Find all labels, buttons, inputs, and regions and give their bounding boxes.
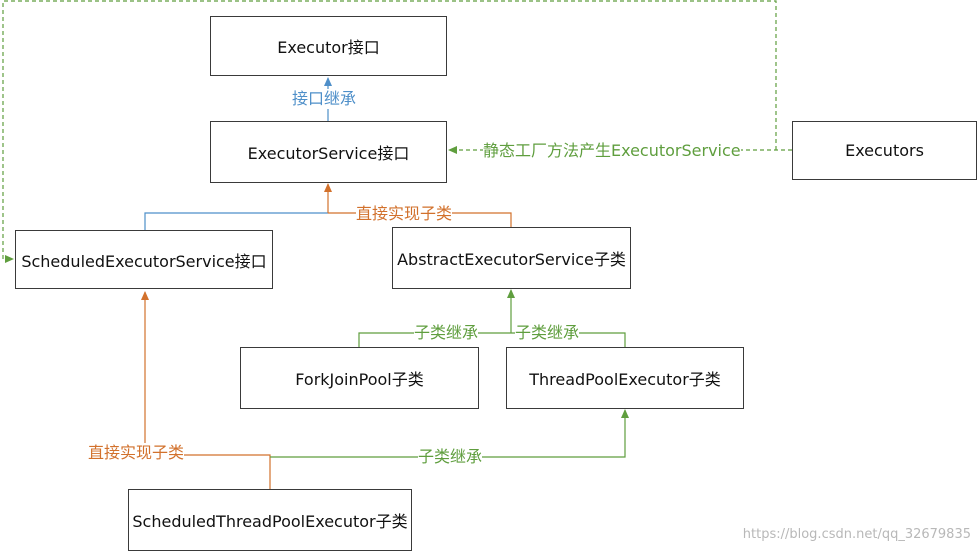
- node-executor: Executor接口: [210, 16, 447, 76]
- edge-label-interface-inherit: 接口继承: [292, 89, 357, 109]
- node-scheduled-thread-pool-executor-label: ScheduledThreadPoolExecutor子类: [132, 512, 408, 531]
- edge-label-subclass-inherit-bottom: 子类继承: [418, 447, 483, 467]
- node-scheduled-executor-service: ScheduledExecutorService接口: [15, 230, 273, 289]
- edge-direct-impl-bottom: [141, 291, 271, 489]
- node-executor-service: ExecutorService接口: [210, 121, 447, 183]
- edge-label-direct-impl-bottom: 直接实现子类: [88, 443, 185, 463]
- node-fork-join-pool-label: ForkJoinPool子类: [295, 370, 424, 389]
- edge-factory-loop: [2, 0, 777, 263]
- node-executors: Executors: [792, 121, 977, 180]
- node-executor-service-label: ExecutorService接口: [247, 144, 410, 163]
- edge-label-subclass-inherit-right: 子类继承: [515, 323, 580, 343]
- edge-subclass-inherit-bottom: [270, 409, 629, 458]
- node-abstract-executor-service-label: AbstractExecutorService子类: [397, 250, 626, 269]
- node-fork-join-pool: ForkJoinPool子类: [240, 347, 479, 409]
- node-scheduled-executor-service-label: ScheduledExecutorService接口: [21, 251, 267, 271]
- node-thread-pool-executor: ThreadPoolExecutor子类: [506, 347, 744, 409]
- node-scheduled-thread-pool-executor: ScheduledThreadPoolExecutor子类: [128, 489, 412, 551]
- node-thread-pool-executor-label: ThreadPoolExecutor子类: [529, 370, 721, 389]
- edge-scheduled-to-service: [144, 212, 328, 230]
- edge-label-factory-method: 静态工厂方法产生ExecutorService: [483, 141, 741, 161]
- watermark: https://blog.csdn.net/qq_32679835: [742, 527, 971, 542]
- edge-label-subclass-inherit-left: 子类继承: [414, 323, 479, 343]
- edge-label-direct-impl-top: 直接实现子类: [356, 204, 453, 224]
- node-abstract-executor-service: AbstractExecutorService子类: [392, 227, 631, 289]
- node-executor-label: Executor接口: [277, 38, 380, 57]
- node-executors-label: Executors: [845, 141, 924, 160]
